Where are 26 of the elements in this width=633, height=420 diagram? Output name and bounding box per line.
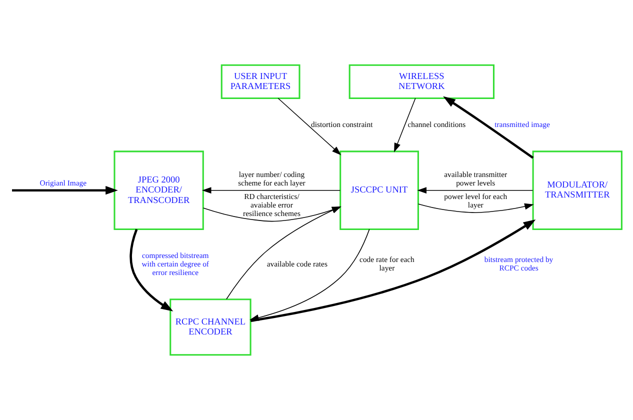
edge-label: Origianl Image: [40, 178, 87, 188]
edge-label: layer number/ coding scheme for each layer: [238, 170, 306, 188]
arrow: [418, 203, 534, 213]
edge-label: bitstream protected by RCPC codes: [484, 255, 554, 273]
arrow: [202, 187, 341, 194]
arrow: [417, 187, 534, 194]
edge-label: available code rates: [266, 259, 328, 268]
node-box: JSCCPC UNIT: [340, 150, 419, 230]
node-box: WIRELESS NETWORK: [348, 64, 494, 99]
edge-label: channel conditions: [408, 120, 466, 129]
node-box: MODULATOR/ TRANSMITTER: [532, 150, 622, 230]
arrow: [443, 96, 534, 159]
node-box: USER INPUT PARAMETERS: [220, 64, 300, 99]
arrow: [394, 98, 416, 152]
node-box: RCPC CHANNEL ENCODER: [170, 298, 252, 356]
arrow: [278, 98, 342, 156]
arrow: [130, 228, 174, 312]
edge-label: available transmitter power levels: [444, 170, 508, 188]
edge-label: code rate for each layer: [360, 255, 414, 273]
node-box: JPEG 2000 ENCODER/ TRANSCODER: [114, 150, 204, 230]
edge-label: power level for each layer: [444, 192, 508, 210]
edge-label: transmitted image: [494, 120, 550, 129]
edge-label: RD charcteristics/ avaiable error resilience schemes: [243, 192, 300, 218]
edge-label: compressed bitstream with certain degree of error resilience: [142, 250, 209, 277]
edge-label: distortion constraint: [311, 120, 373, 129]
arrow: [12, 186, 118, 195]
